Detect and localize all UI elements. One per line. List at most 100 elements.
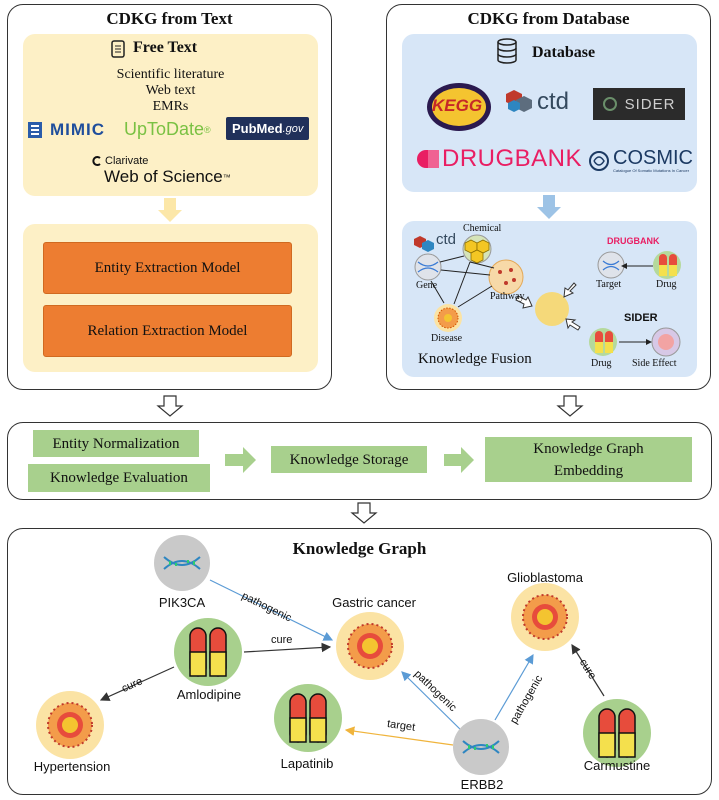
clarivate-logo: Clarivate — [92, 155, 148, 167]
edge-amlodipine-gastric — [243, 642, 332, 653]
pubmed-text: PubMed — [232, 121, 283, 136]
drug-target-arrowhead — [621, 263, 627, 269]
edge-erbb2-glioblastoma — [494, 653, 534, 721]
fusion-gene-icon — [414, 253, 442, 281]
edge-erbb2-lapatinib — [344, 726, 454, 746]
fusion-sider-text: SIDER — [624, 312, 658, 324]
side-effect-label: Side Effect — [632, 358, 677, 369]
knowledge-evaluation-box: Knowledge Evaluation — [28, 464, 210, 492]
carmustine-drug-icon — [582, 698, 652, 768]
fusion-drugbank-text: DRUGBANK — [607, 236, 660, 246]
lapatinib-drug-icon — [273, 683, 343, 753]
pubmed-logo: PubMed.gov — [226, 117, 310, 140]
free-text-heading: Free Text — [133, 39, 198, 56]
erbb2-label: ERBB2 — [460, 777, 504, 792]
knowledge-fusion-title: Knowledge Fusion — [418, 351, 532, 367]
ctd-text: ctd — [537, 88, 570, 115]
pik3ca-gene-icon — [153, 534, 211, 592]
carmustine-label: Carmustine — [583, 758, 651, 773]
ctd-logo: ctd — [504, 88, 569, 116]
cosmic-subtitle: Catalogue Of Somatic Mutations In Cancer — [613, 168, 690, 173]
uptodate-logo: UpToDate® — [124, 119, 211, 140]
fusion-hollow-arrows — [515, 282, 581, 331]
fusion-ctd-hex-icon — [414, 236, 434, 252]
web-of-science-text: Web of Science — [104, 167, 223, 186]
amlodipine-drug-icon — [173, 617, 243, 687]
cosmic-logo: COSMIC Catalogue Of Somatic Mutations In… — [588, 148, 693, 173]
glioblastoma-label: Glioblastoma — [507, 570, 583, 585]
lapatinib-label: Lapatinib — [280, 756, 334, 771]
mimic-logo: MIMIC — [28, 120, 105, 140]
sider-logo: SIDER — [593, 88, 685, 120]
drugbank-text: DRUGBANK — [442, 145, 583, 172]
cosmic-text: COSMIC — [613, 147, 693, 169]
source-list: Scientific literature Web text EMRs — [23, 67, 318, 115]
drug-side-effect-arrowhead — [646, 339, 652, 345]
drug-label-top: Drug — [656, 279, 677, 290]
disease-label: Disease — [431, 333, 463, 344]
database-panel-title: CDKG from Database — [467, 9, 630, 28]
fusion-ctd-text: ctd — [436, 231, 457, 248]
fusion-entity-arrows — [430, 255, 495, 308]
mimic-text: MIMIC — [50, 120, 106, 139]
glioblastoma-disease-icon — [510, 582, 580, 652]
edge-label-amlodipine-gastric: cure — [271, 634, 293, 646]
document-icon — [111, 40, 125, 58]
web-of-science-tm: ™ — [222, 172, 231, 182]
pik3ca-label: PIK3CA — [158, 595, 206, 610]
database-icon — [496, 38, 518, 64]
knowledge-graph-title: Knowledge Graph — [292, 539, 427, 558]
pathway-icon — [488, 259, 524, 295]
target-icon — [597, 251, 625, 279]
kg-embedding-box: Knowledge Graph Embedding — [485, 437, 692, 482]
fusion-disease-icon — [434, 304, 462, 332]
fusion-center-circle — [535, 292, 569, 326]
source-emrs: EMRs — [152, 99, 189, 114]
target-label: Target — [596, 279, 622, 290]
gene-label: Gene — [416, 280, 438, 291]
kg-embedding-line2: Embedding — [553, 462, 624, 479]
chemical-icon — [462, 234, 492, 264]
side-effect-icon — [651, 327, 681, 357]
fusion-drug-icon-top — [653, 251, 681, 279]
uptodate-mark: ® — [204, 124, 211, 135]
hypertension-disease-icon — [35, 690, 105, 760]
uptodate-text: UpToDate — [124, 119, 205, 139]
source-web-text: Web text — [145, 83, 196, 98]
relation-extraction-model: Relation Extraction Model — [43, 305, 292, 357]
kegg-text: KEGG — [432, 96, 483, 115]
edge-carmustine-glioblastoma — [571, 643, 605, 697]
drug-label-bottom: Drug — [591, 358, 612, 369]
gastric-cancer-disease-icon — [335, 611, 405, 681]
fusion-drug-icon-bottom — [589, 328, 617, 356]
gastric-cancer-label: Gastric cancer — [332, 595, 416, 610]
knowledge-storage-box: Knowledge Storage — [271, 446, 427, 473]
free-text-box — [23, 34, 318, 196]
clarivate-text: Clarivate — [105, 155, 149, 167]
edge-pik3ca-gastric — [209, 579, 334, 641]
sider-text: SIDER — [624, 95, 676, 113]
entity-normalization-box: Entity Normalization — [33, 430, 199, 457]
kg-embedding-line1: Knowledge Graph — [533, 440, 644, 457]
hypertension-label: Hypertension — [33, 759, 111, 774]
drugbank-logo: DRUGBANK — [416, 145, 582, 173]
pubmed-gov: .gov — [282, 122, 304, 135]
pathway-label: Pathway — [490, 291, 525, 302]
edge-erbb2-gastric — [401, 671, 468, 737]
erbb2-gene-icon — [452, 718, 510, 776]
kegg-logo: KEGG — [426, 82, 492, 132]
edge-amlodipine-hypertension — [99, 666, 175, 701]
amlodipine-label: Amlodipine — [176, 687, 242, 702]
source-scientific-literature: Scientific literature — [116, 67, 225, 82]
text-panel-title: CDKG from Text — [106, 9, 233, 28]
entity-extraction-model: Entity Extraction Model — [43, 242, 292, 294]
chemical-label: Chemical — [463, 223, 502, 234]
database-heading: Database — [532, 44, 596, 61]
